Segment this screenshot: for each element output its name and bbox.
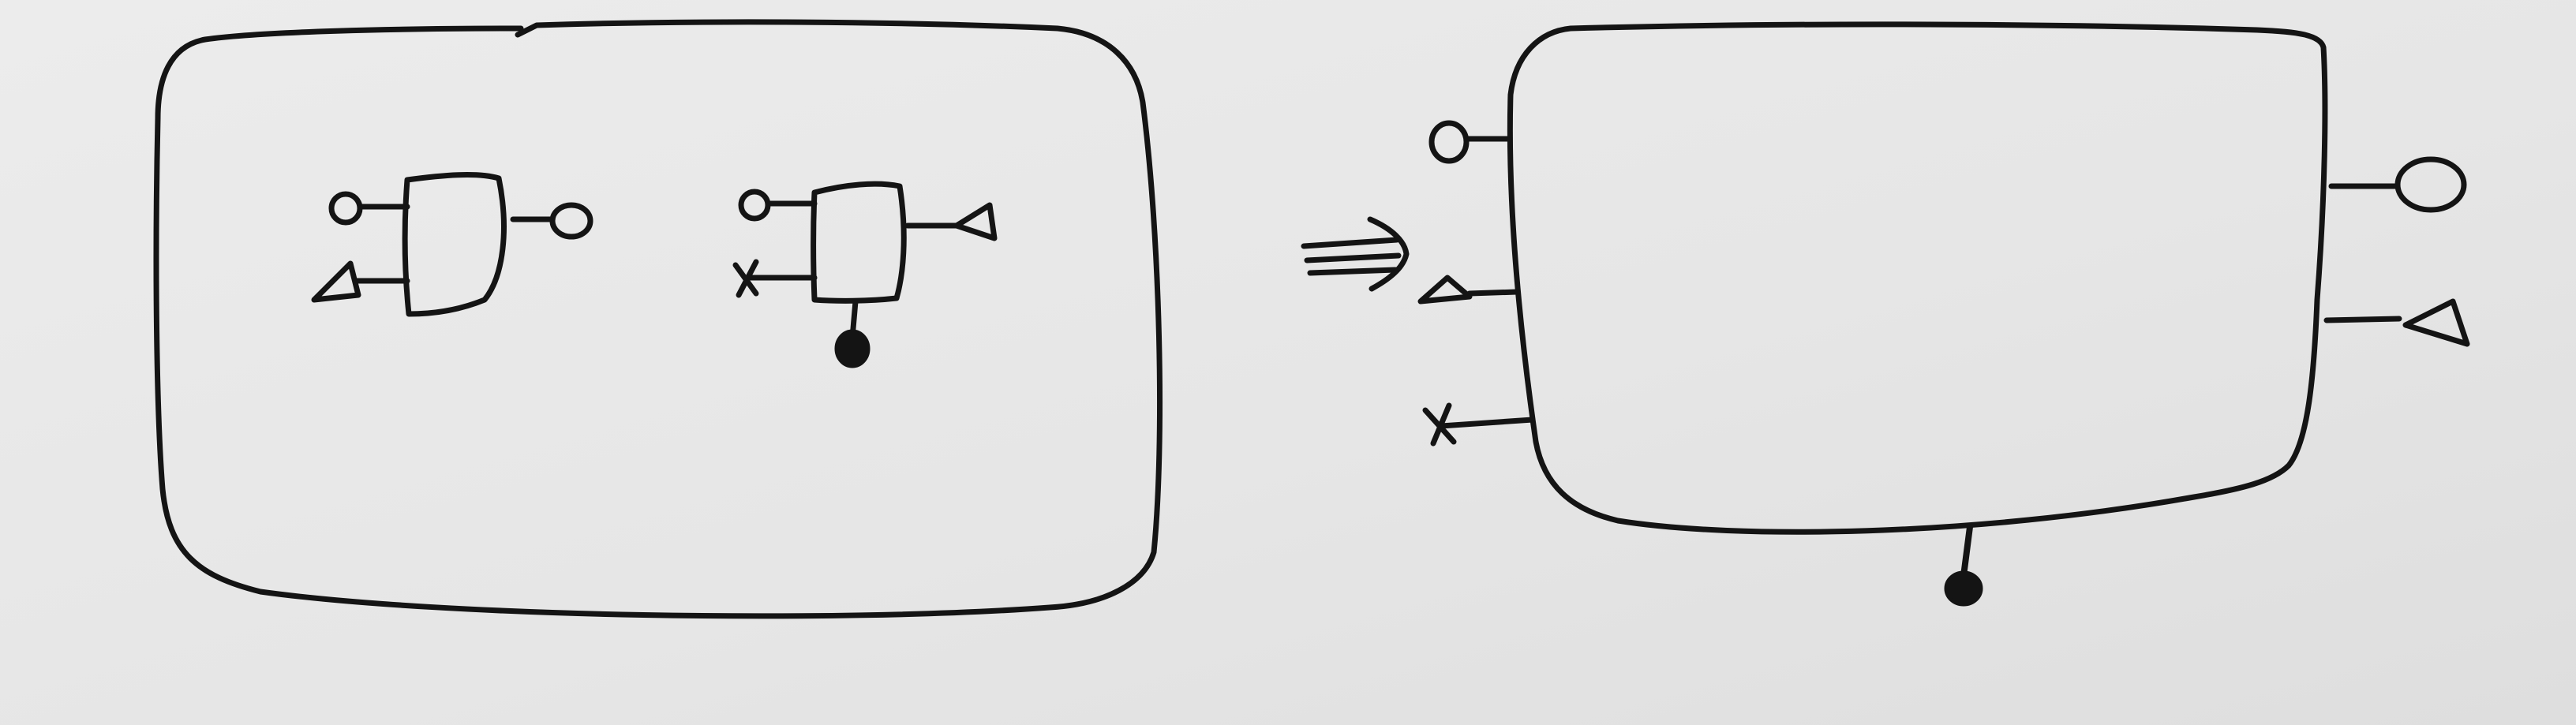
- right-block-outline: [1507, 21, 2328, 535]
- component-b-filled-circle-icon: [834, 329, 871, 368]
- right-cross-input-wire: [1438, 417, 1536, 429]
- right-bottom-wire: [1960, 524, 1973, 579]
- right-filled-circle-icon: [1944, 570, 1983, 607]
- right-triangle-input-icon: [1417, 275, 1473, 305]
- implies-arrow: [1301, 216, 1410, 292]
- right-triangle-output-wire: [2323, 316, 2402, 323]
- component-a-body: [402, 172, 507, 317]
- right-triangle-output: [2323, 298, 2470, 347]
- right-triangle-output-icon: [2402, 298, 2470, 347]
- implies-arrow-line-top: [1301, 237, 1400, 249]
- implies-arrow-line-bottom: [1307, 267, 1398, 276]
- right-circle-output: [2328, 156, 2467, 213]
- right-circle-input-icon: [1428, 120, 1470, 164]
- implies-arrow-head: [1367, 216, 1410, 292]
- component-a-triangle-input-icon: [311, 260, 361, 303]
- component-a: [311, 172, 593, 317]
- right-composite-block: [1417, 21, 2470, 607]
- right-circle-input: [1428, 120, 1512, 164]
- component-b-triangle-output-icon: [953, 202, 998, 241]
- component-a-circle-output-icon: [549, 202, 593, 240]
- right-bottom-port: [1944, 524, 1983, 607]
- left-composite-container: [153, 19, 1163, 619]
- right-triangle-input: [1417, 275, 1520, 305]
- component-b: [732, 181, 998, 368]
- implies-arrow-line-middle: [1304, 252, 1402, 263]
- component-b-body: [811, 181, 907, 304]
- left-container-outline: [153, 19, 1163, 619]
- right-triangle-input-wire: [1466, 289, 1520, 297]
- right-circle-output-icon: [2394, 156, 2467, 213]
- right-cross-input: [1422, 402, 1536, 447]
